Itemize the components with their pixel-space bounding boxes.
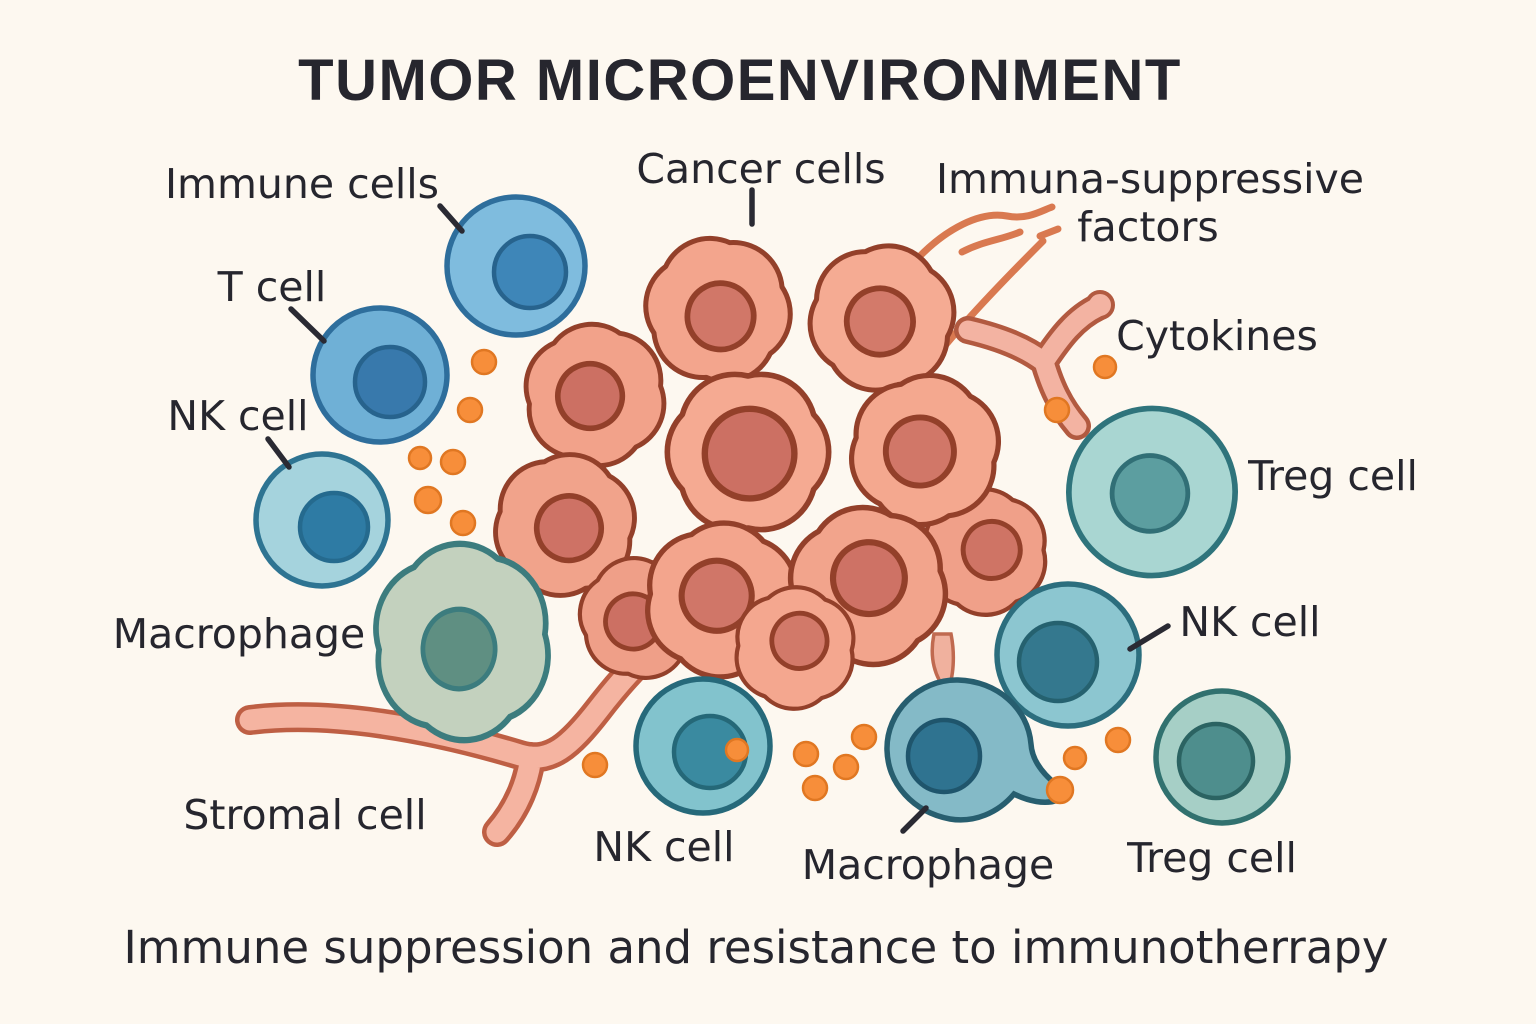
- label-t-cell: T cell: [217, 263, 327, 311]
- macrophage-nucleus: [420, 606, 498, 692]
- cancer-cell-nucleus: [678, 557, 755, 634]
- label-immunosuppressive-factors-line2: factors: [1077, 203, 1218, 251]
- cancer-cell: [770, 490, 966, 683]
- cancer-cell-nucleus: [555, 361, 626, 432]
- pointer-t-cell: [288, 306, 327, 344]
- nk-cell-bottom: [633, 676, 773, 816]
- label-cancer-cells: Cancer cells: [636, 145, 885, 193]
- cancer-cell: [634, 229, 801, 392]
- cancer-cell: [795, 233, 970, 404]
- cancer-cell: [621, 501, 822, 699]
- nk-cell-left: [253, 451, 391, 589]
- stromal-cell-shape: [235, 635, 667, 847]
- immune-cells-group: [253, 194, 1291, 826]
- pointer-macrophage-bottom: [900, 805, 929, 834]
- label-cytokines: Cytokines: [1116, 312, 1318, 360]
- cancer-cell-nucleus: [829, 539, 908, 618]
- cancer-cell: [504, 306, 686, 485]
- cancer-cell: [902, 470, 1069, 635]
- treg-cell-nucleus: [1176, 721, 1256, 801]
- cancer-cell-nucleus: [684, 280, 757, 353]
- cancer-cell-center: [667, 374, 828, 529]
- pointer-nk-cell-left: [265, 436, 292, 470]
- label-nk-cell-bottom: NK cell: [593, 823, 734, 871]
- label-immunosuppressive-factors-line1: Immuna-suppressive: [936, 155, 1364, 203]
- treg-cell-right: [1056, 395, 1249, 589]
- immune-cell: [444, 194, 588, 338]
- nk-cell-right: [994, 581, 1142, 729]
- cancer-cell-nucleus: [843, 285, 916, 358]
- treg-cell-bottom: [1153, 688, 1291, 826]
- t-cell: [310, 305, 450, 445]
- label-treg-cell-right: Treg cell: [1247, 452, 1418, 500]
- cancer-cell-nucleus: [533, 493, 604, 564]
- page-title: TUMOR MICROENVIRONMENT: [298, 48, 1182, 113]
- cancer-cell-nucleus: [960, 518, 1023, 581]
- cytokine-vessel-branch: [954, 290, 1115, 440]
- label-nk-cell-left: NK cell: [167, 392, 308, 440]
- pointer-nk-cell-right: [1127, 623, 1171, 652]
- macrophage-left: [345, 515, 578, 768]
- cytokine-dots: [407, 348, 1132, 805]
- label-macrophage-left: Macrophage: [113, 610, 365, 658]
- pointer-lines: [265, 187, 1171, 834]
- immune-cell-nucleus: [491, 233, 569, 311]
- label-stromal-cell: Stromal cell: [183, 791, 426, 839]
- cancer-cell-cluster: [477, 229, 1069, 730]
- cancer-cell-nucleus: [769, 610, 830, 671]
- cancer-cell: [477, 439, 653, 612]
- cancer-cell-nucleus: [882, 414, 957, 489]
- label-treg-cell-bottom: Treg cell: [1126, 834, 1297, 882]
- treg-cell-nucleus: [1109, 453, 1191, 534]
- label-nk-cell-right: NK cell: [1179, 598, 1320, 646]
- cancer-cell: [822, 347, 1029, 553]
- pointer-immune-cells: [437, 203, 465, 234]
- macrophage-bottom: [884, 677, 1066, 823]
- label-immune-cells: Immune cells: [165, 160, 439, 208]
- nk-cell-nucleus: [297, 490, 371, 564]
- cancer-cell: [713, 567, 877, 730]
- nk-cell-nucleus: [1016, 620, 1100, 704]
- macrophage-nucleus: [905, 717, 983, 795]
- label-macrophage-bottom: Macrophage: [802, 841, 1054, 889]
- cancer-cell-nucleus: [701, 405, 798, 502]
- t-cell-nucleus: [352, 344, 428, 420]
- caption: Immune suppression and resistance to imm…: [123, 921, 1388, 974]
